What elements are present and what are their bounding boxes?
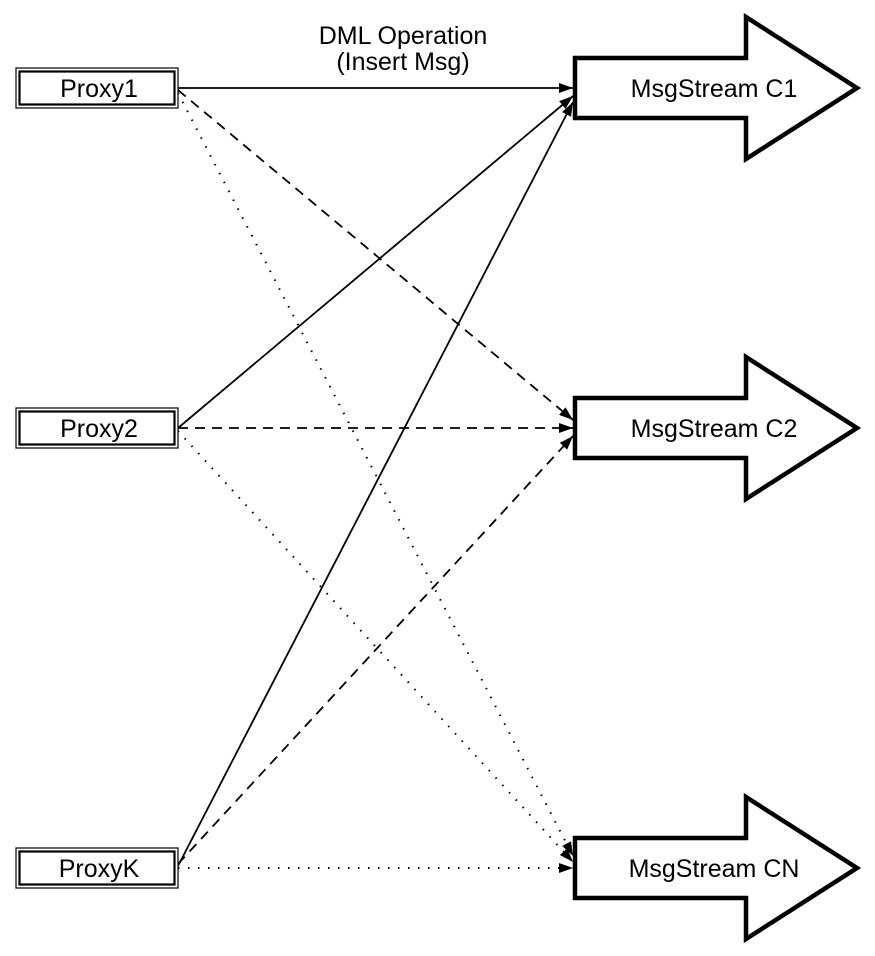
msgstream-c1-node: MsgStream C1 [572, 12, 862, 164]
proxy2-node: Proxy2 [15, 407, 179, 449]
proxy1-label: Proxy1 [60, 75, 138, 103]
edge-proxy2-cn [177, 430, 574, 863]
proxyk-box-outer [15, 847, 179, 889]
proxy2-box-outer [15, 407, 179, 449]
proxyk-node: ProxyK [15, 847, 179, 889]
proxy1-node: Proxy1 [15, 67, 179, 109]
proxyk-box-inner [18, 850, 176, 886]
msgstream-c1-label: MsgStream C1 [631, 75, 798, 103]
edge-proxy1-c2 [177, 89, 574, 421]
msgstream-cn-node: MsgStream CN [572, 792, 862, 944]
proxy1-box-outer [15, 67, 179, 109]
msgstream-c2-label: MsgStream C2 [631, 415, 798, 443]
proxy2-box-inner [18, 410, 176, 446]
edge-proxyk-c1 [177, 101, 574, 867]
msgstream-c1-arrow-shape [572, 12, 862, 164]
proxy2-label: Proxy2 [60, 415, 138, 443]
diagram-title-line2: (Insert Msg) [336, 48, 469, 76]
proxyk-label: ProxyK [59, 855, 140, 883]
msgstream-c2-arrow-shape [572, 352, 862, 504]
edge-proxyk-c2 [177, 435, 574, 865]
edge-proxy2-c1 [177, 95, 574, 429]
proxy1-box-inner [18, 70, 176, 106]
msgstream-cn-label: MsgStream CN [629, 855, 800, 883]
edge-proxy1-cn [177, 92, 574, 857]
msgstream-cn-arrow-shape [572, 792, 862, 944]
diagram-title-line1: DML Operation [319, 22, 488, 50]
msgstream-c2-node: MsgStream C2 [572, 352, 862, 504]
